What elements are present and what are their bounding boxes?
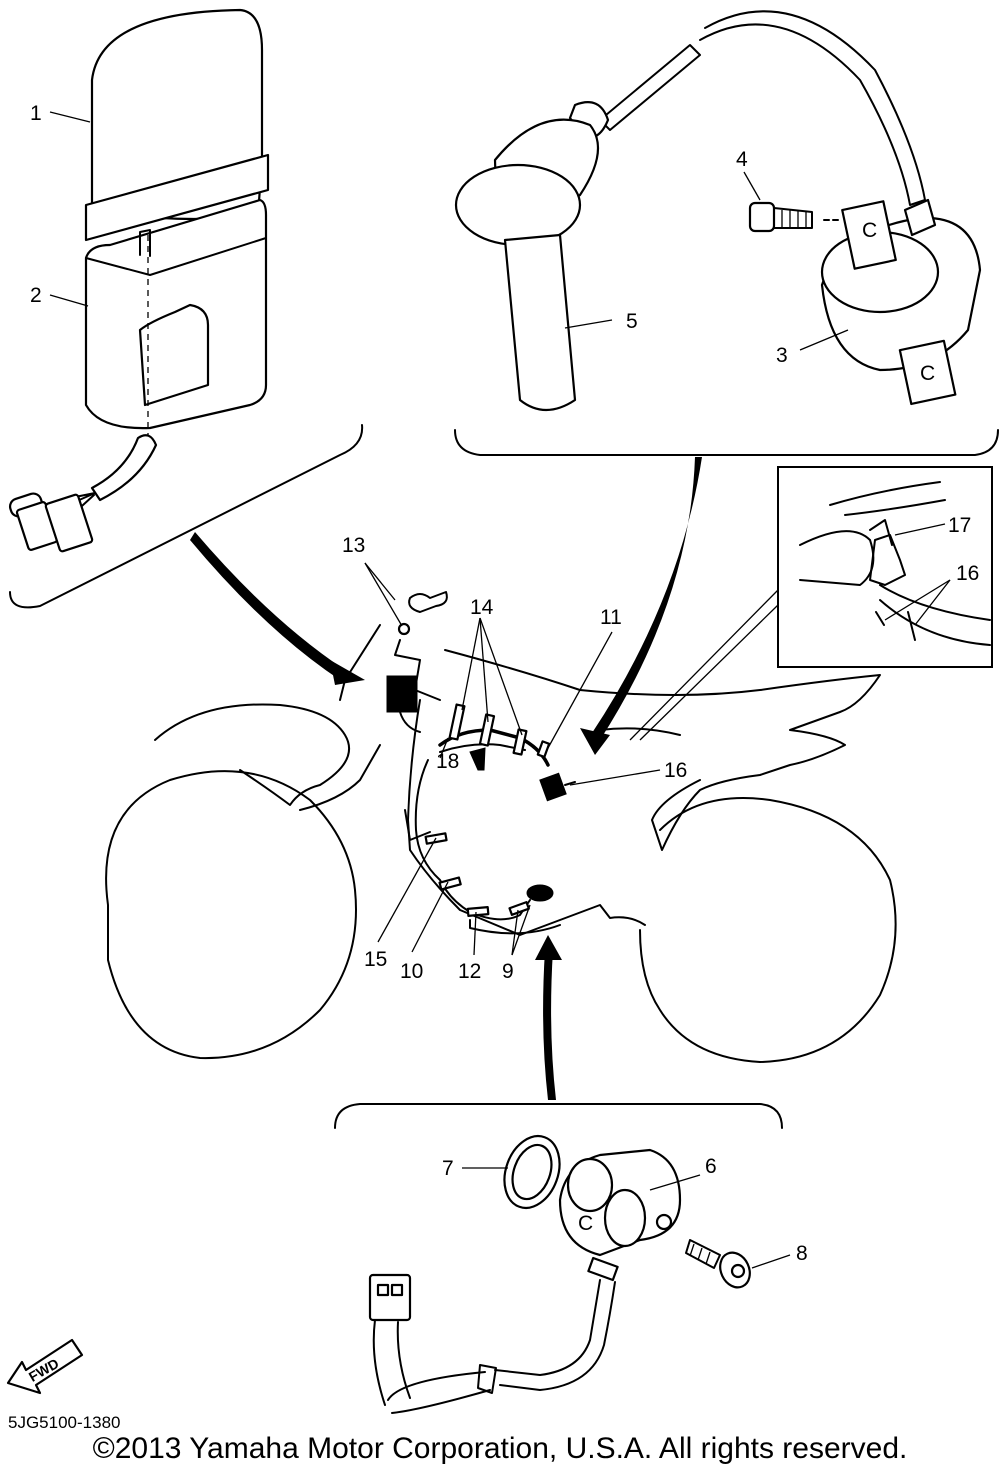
ignition-coil-assembly: C C [454,10,999,456]
sensor-connector [539,772,567,802]
plug-cap-flange [454,163,582,247]
callout-14: 14 [470,596,494,619]
switch-bolt [685,1239,751,1289]
neutral-sensor-location [526,884,554,902]
frame-lower [407,699,646,936]
callout-3: 3 [776,344,788,367]
cdi-band [84,153,270,242]
coil-terminal-lower [898,339,957,406]
callout-10: 10 [400,960,423,983]
callout-2: 2 [30,284,42,307]
callout-7: 7 [442,1157,454,1180]
copyright-notice: ©2013 Yamaha Motor Corporation, U.S.A. A… [92,1432,908,1465]
motorcycle-outline [105,624,897,1063]
callout-6: 6 [705,1155,717,1178]
wire-harness [386,591,576,921]
callout-12: 12 [458,960,481,983]
callout-4: 4 [736,148,748,171]
diagram-code: 5JG5100-1380 [8,1413,121,1432]
cdi-location [386,675,418,713]
cdi-unit-assembly [8,8,364,609]
callout-13: 13 [342,534,365,557]
cdi-connector-tab [138,303,210,407]
coil-terminal-upper [841,200,897,270]
callout-5: 5 [626,310,638,333]
tank-seat [444,649,881,851]
callout-11: 11 [600,606,622,629]
front-fender [154,703,350,806]
callout-15: 15 [364,948,387,971]
fwd-arrow-badge: FWD [6,1338,84,1395]
callout-16-inset: 16 [956,562,979,585]
callouts: 1 2 3 4 5 6 7 8 9 10 11 12 13 14 15 16 1… [30,102,979,1265]
coil-terminal-upper-mark: C [862,219,877,242]
rear-wheel [639,797,897,1063]
callout-18: 18 [436,750,459,773]
coil-bolt [748,201,813,233]
callout-9: 9 [502,960,514,983]
cdi-cable [90,434,158,502]
leader-lines [49,111,849,1269]
sensor-mark: C [578,1212,593,1235]
transfer-arrows [190,457,779,1100]
neutral-switch-assembly: C [334,1103,783,1414]
callout-17: 17 [948,514,971,537]
callout-1: 1 [30,102,42,125]
detail-inset [777,466,993,668]
cdi-plug-b [44,493,94,553]
callout-16: 16 [664,759,687,782]
front-wheel [105,770,357,1060]
callout-8: 8 [796,1242,808,1265]
sensor-connector-plug [368,1273,412,1322]
plug-cap-tube [503,233,577,412]
coil-terminal-lower-mark: C [920,362,935,385]
